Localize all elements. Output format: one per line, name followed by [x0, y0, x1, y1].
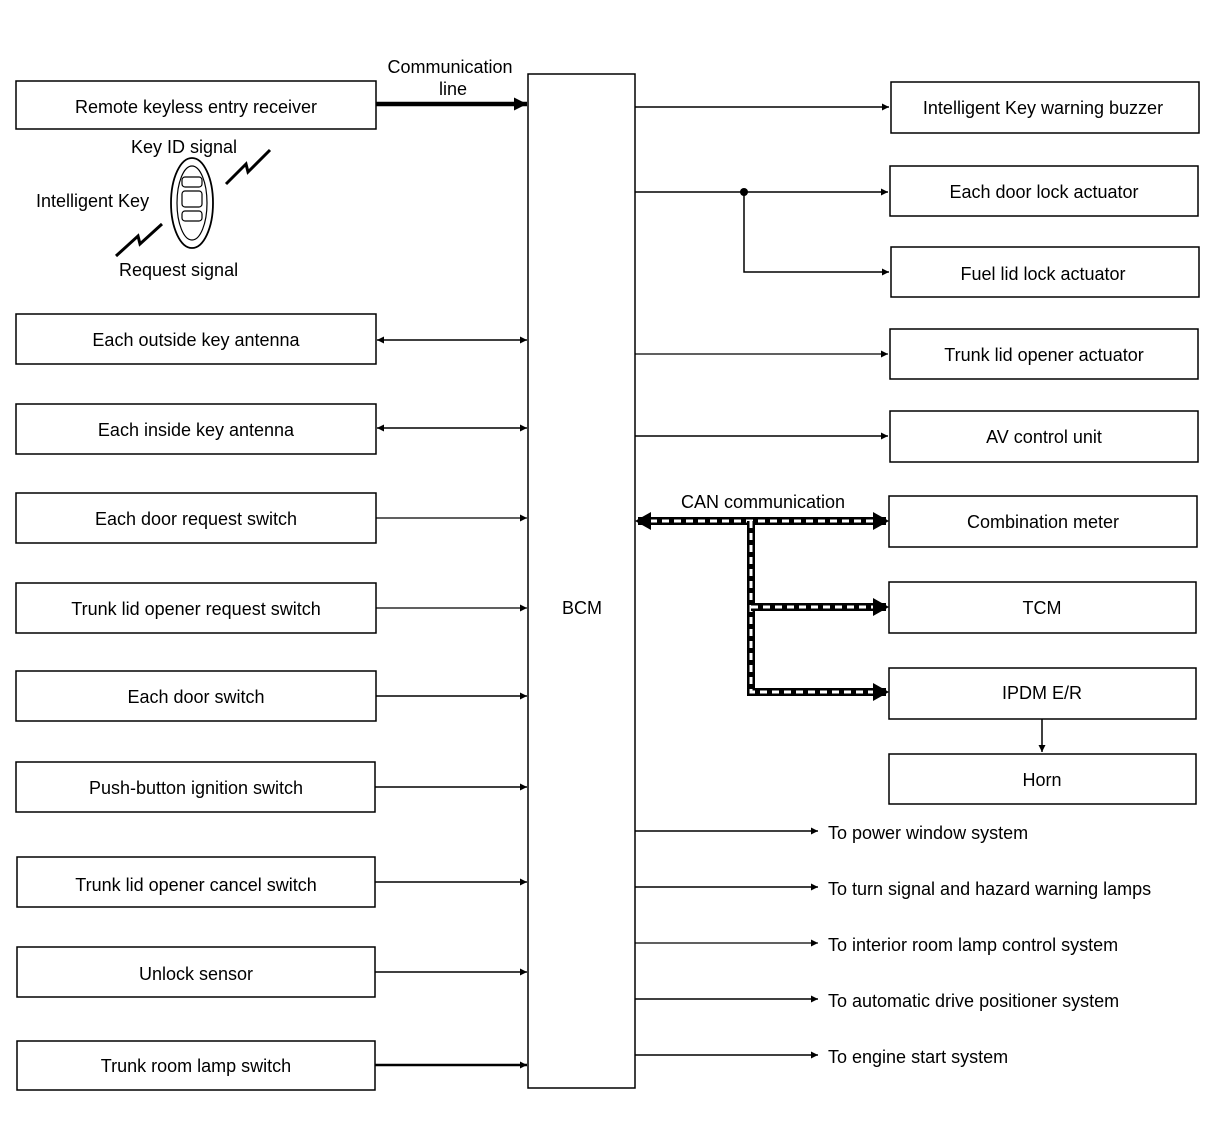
- output-label: AV control unit: [986, 427, 1102, 447]
- output-label: Horn: [1022, 770, 1061, 790]
- can-arrow-tcm: [873, 598, 889, 616]
- key-id-signal-icon: [224, 148, 272, 186]
- input-label: Trunk lid opener cancel switch: [75, 875, 316, 895]
- input-each-outside-key-antenna: Each outside key antenna: [15, 313, 377, 365]
- output-fuel-lid-lock-actuator: Fuel lid lock actuator: [890, 246, 1200, 298]
- external-system-label: To turn signal and hazard warning lamps: [828, 879, 1151, 899]
- communication-line-label-1: Communication: [387, 57, 512, 77]
- input-unlock-sensor: Unlock sensor: [16, 946, 376, 998]
- can-arrow-combination-meter: [873, 512, 889, 530]
- bcm-label: BCM: [562, 598, 602, 618]
- can-communication-label: CAN communication: [681, 492, 845, 512]
- input-remote-keyless-entry-receiver: Remote keyless entry receiver: [15, 80, 377, 130]
- input-push-button-ignition-switch: Push-button ignition switch: [15, 761, 376, 813]
- can-bus: [635, 512, 889, 701]
- input-trunk-room-lamp-switch: Trunk room lamp switch: [16, 1040, 376, 1091]
- input-trunk-lid-opener-cancel-switch: Trunk lid opener cancel switch: [16, 856, 376, 908]
- output-tcm: TCM: [888, 581, 1197, 634]
- output-label: TCM: [1023, 598, 1062, 618]
- output-label: Fuel lid lock actuator: [960, 264, 1125, 284]
- external-system-label: To automatic drive positioner system: [828, 991, 1119, 1011]
- intelligent-key-label: Intelligent Key: [36, 191, 149, 211]
- input-label: Remote keyless entry receiver: [75, 97, 317, 117]
- output-label: Trunk lid opener actuator: [944, 345, 1143, 365]
- communication-line-label-2: line: [439, 79, 467, 99]
- input-each-inside-key-antenna: Each inside key antenna: [15, 403, 377, 455]
- input-label: Trunk room lamp switch: [101, 1056, 291, 1076]
- input-label: Push-button ignition switch: [89, 778, 303, 798]
- input-label: Each outside key antenna: [92, 330, 300, 350]
- external-system-label: To interior room lamp control system: [828, 935, 1118, 955]
- output-ipdm-er: IPDM E/R: [888, 667, 1197, 720]
- input-each-door-request-switch: Each door request switch: [15, 492, 377, 544]
- request-signal-icon: [114, 222, 164, 258]
- output-label: IPDM E/R: [1002, 683, 1082, 703]
- external-system-label: To power window system: [828, 823, 1028, 843]
- input-label: Each door switch: [127, 687, 264, 707]
- output-warning-buzzer: Intelligent Key warning buzzer: [890, 81, 1200, 134]
- can-arrow-ipdm: [873, 683, 889, 701]
- external-system-label: To engine start system: [828, 1047, 1008, 1067]
- input-label: Unlock sensor: [139, 964, 253, 984]
- intelligent-key-illustration: Key ID signal Intelligent Key Request si…: [36, 137, 272, 280]
- output-combination-meter: Combination meter: [888, 495, 1198, 548]
- input-trunk-lid-opener-request-switch: Trunk lid opener request switch: [15, 582, 377, 634]
- key-fob-icon: [170, 157, 214, 249]
- input-label: Trunk lid opener request switch: [71, 599, 320, 619]
- input-label: Each door request switch: [95, 509, 297, 529]
- input-label: Each inside key antenna: [98, 420, 295, 440]
- output-trunk-lid-opener-actuator: Trunk lid opener actuator: [889, 328, 1199, 380]
- output-label: Each door lock actuator: [949, 182, 1138, 202]
- output-label: Combination meter: [967, 512, 1119, 532]
- can-arrow-bcm: [635, 512, 651, 530]
- output-door-lock-actuator: Each door lock actuator: [889, 165, 1199, 217]
- output-label: Intelligent Key warning buzzer: [923, 98, 1163, 118]
- key-id-signal-label: Key ID signal: [131, 137, 237, 157]
- input-each-door-switch: Each door switch: [15, 670, 377, 722]
- output-av-control-unit: AV control unit: [889, 410, 1199, 463]
- request-signal-label: Request signal: [119, 260, 238, 280]
- bcm-box: BCM: [527, 73, 636, 1089]
- output-horn: Horn: [888, 753, 1197, 805]
- connector-fuel-lid: [743, 192, 889, 276]
